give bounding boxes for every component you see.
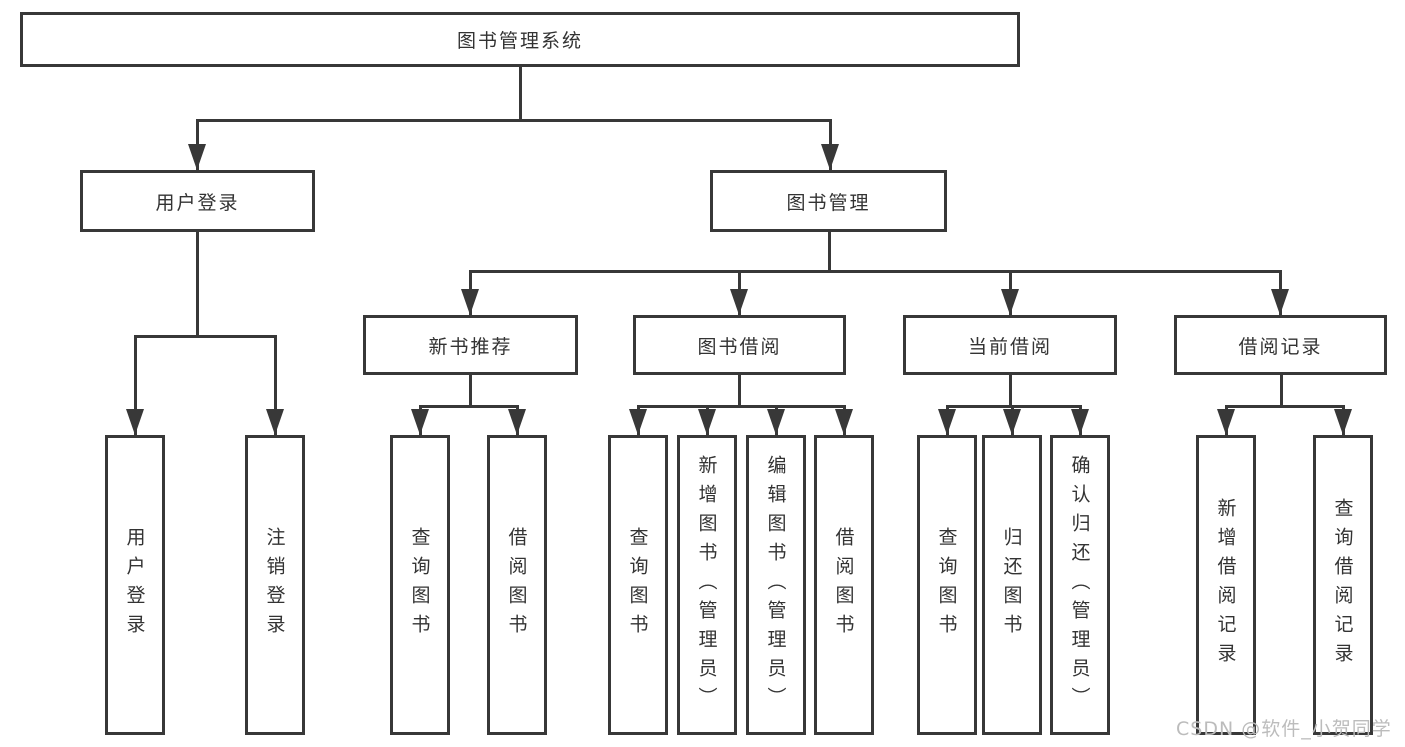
- leaf-label: 确认归还（管理员）: [1068, 454, 1091, 716]
- arrow-down-icon: [1001, 289, 1019, 315]
- node-book-borrowing: 图书借阅: [633, 315, 846, 375]
- connector-root-stem: [519, 67, 522, 120]
- csdn-watermark: CSDN @软件_小贺同学: [1176, 718, 1392, 740]
- leaf-edit-books-admin: 编辑图书（管理员）: [746, 435, 806, 735]
- arrow-down-icon: [411, 409, 429, 435]
- leaf-label: 借阅图书: [832, 527, 855, 643]
- leaf-query-books: 查询图书: [608, 435, 668, 735]
- node-label: 图书管理: [786, 191, 871, 214]
- arrow-down-icon: [730, 289, 748, 315]
- leaf-label: 查询借阅记录: [1331, 498, 1354, 672]
- leaf-user-login: 用户登录: [105, 435, 165, 735]
- connector-borrowing-bus: [638, 405, 844, 408]
- connector-borrowing-stem: [738, 375, 741, 408]
- node-book-management: 图书管理: [710, 170, 947, 232]
- arrow-down-icon: [266, 409, 284, 435]
- connector-records-bus: [1226, 405, 1343, 408]
- connector-root-bus: [197, 119, 831, 122]
- node-current-borrowing: 当前借阅: [903, 315, 1117, 375]
- arrow-down-icon: [1334, 409, 1352, 435]
- connector-book-mgmt-bus: [470, 270, 1281, 273]
- node-label: 新书推荐: [428, 335, 513, 358]
- arrow-down-icon: [821, 144, 839, 170]
- connector-recommend-stem: [469, 375, 472, 408]
- arrow-down-icon: [461, 289, 479, 315]
- node-borrowing-records: 借阅记录: [1174, 315, 1387, 375]
- connector-drop: [274, 335, 277, 435]
- arrow-down-icon: [629, 409, 647, 435]
- node-label: 图书管理系统: [456, 30, 583, 52]
- node-label: 图书借阅: [697, 335, 782, 358]
- leaf-label: 编辑图书（管理员）: [764, 454, 787, 716]
- leaf-label: 借阅图书: [505, 527, 528, 643]
- arrow-down-icon: [1271, 289, 1289, 315]
- node-label: 借阅记录: [1238, 335, 1323, 358]
- leaf-confirm-return-admin: 确认归还（管理员）: [1050, 435, 1110, 735]
- leaf-add-books-admin: 新增图书（管理员）: [677, 435, 737, 735]
- arrow-down-icon: [1217, 409, 1235, 435]
- leaf-borrow-books: 借阅图书: [814, 435, 874, 735]
- leaf-query-books: 查询图书: [917, 435, 977, 735]
- node-new-book-recommend: 新书推荐: [363, 315, 578, 375]
- arrow-down-icon: [835, 409, 853, 435]
- leaf-return-books: 归还图书: [982, 435, 1042, 735]
- leaf-label: 查询图书: [935, 527, 958, 643]
- leaf-query-books: 查询图书: [390, 435, 450, 735]
- arrow-down-icon: [767, 409, 785, 435]
- leaf-label: 查询图书: [626, 527, 649, 643]
- leaf-label: 归还图书: [1000, 527, 1023, 643]
- connector-records-stem: [1280, 375, 1283, 408]
- arrow-down-icon: [938, 409, 956, 435]
- connector-recommend-bus: [420, 405, 517, 408]
- connector-user-login-stem: [196, 232, 199, 338]
- leaf-label: 查询图书: [408, 527, 431, 643]
- arrow-down-icon: [1071, 409, 1089, 435]
- arrow-down-icon: [1003, 409, 1021, 435]
- arrow-down-icon: [126, 409, 144, 435]
- node-library-management-system: 图书管理系统: [20, 12, 1020, 67]
- arrow-down-icon: [698, 409, 716, 435]
- leaf-add-borrow-record: 新增借阅记录: [1196, 435, 1256, 735]
- connector-current-stem: [1009, 375, 1012, 408]
- connector-book-mgmt-stem: [828, 232, 831, 273]
- leaf-label: 注销登录: [263, 527, 286, 643]
- arrow-down-icon: [188, 144, 206, 170]
- connector-user-login-bus: [135, 335, 275, 338]
- node-user-login: 用户登录: [80, 170, 315, 232]
- leaf-label: 新增借阅记录: [1214, 498, 1237, 672]
- leaf-label: 新增图书（管理员）: [695, 454, 718, 716]
- leaf-borrow-books: 借阅图书: [487, 435, 547, 735]
- leaf-label: 用户登录: [123, 527, 146, 643]
- node-label: 用户登录: [155, 191, 240, 214]
- connector-drop: [134, 335, 137, 435]
- leaf-query-borrow-record: 查询借阅记录: [1313, 435, 1373, 735]
- node-label: 当前借阅: [967, 335, 1052, 358]
- arrow-down-icon: [508, 409, 526, 435]
- leaf-logout: 注销登录: [245, 435, 305, 735]
